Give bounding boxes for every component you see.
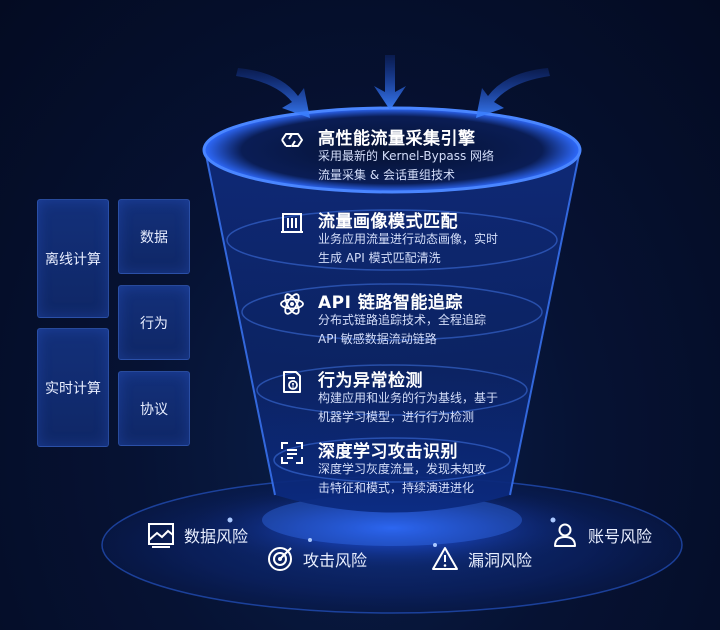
stage-desc-line: 业务应用流量进行动态画像，实时 xyxy=(318,230,528,249)
stage-description: 采用最新的 Kernel-Bypass 网络 流量采集 & 会话重组技术 xyxy=(318,147,528,185)
risk-data: 数据风险 xyxy=(146,520,248,550)
stage-desc-line: 深度学习灰度流量，发现未知攻 xyxy=(318,460,528,479)
risk-label: 账号风险 xyxy=(588,523,652,547)
stage-description: 深度学习灰度流量，发现未知攻 击特征和模式，持续演进进化 xyxy=(318,460,528,498)
stage-desc-line: 构建应用和业务的行为基线，基于 xyxy=(318,389,528,408)
risk-label: 攻击风险 xyxy=(303,547,367,571)
traffic-portrait-icon xyxy=(278,209,306,237)
stage-desc-line: 生成 API 模式匹配清洗 xyxy=(318,249,528,268)
protocol-label: 协议 xyxy=(140,399,168,419)
protocol-box: 协议 xyxy=(118,371,190,446)
stage-desc-line: 采用最新的 Kernel-Bypass 网络 xyxy=(318,147,528,166)
stage-title: 行为异常检测 xyxy=(318,366,423,391)
data-box: 数据 xyxy=(118,199,190,274)
risk-label: 数据风险 xyxy=(184,523,248,547)
stage-title: 高性能流量采集引擎 xyxy=(318,124,476,149)
stage-title: API 链路智能追踪 xyxy=(318,288,463,313)
risk-attack: 攻击风险 xyxy=(265,544,367,574)
user-icon xyxy=(550,520,580,550)
atom-icon xyxy=(278,290,306,318)
stage-desc-line: 流量采集 & 会话重组技术 xyxy=(318,166,528,185)
scan-frame-icon xyxy=(278,439,306,467)
realtime-computing-label: 实时计算 xyxy=(45,378,101,398)
risk-account: 账号风险 xyxy=(550,520,652,550)
image-report-icon xyxy=(146,520,176,550)
warning-triangle-icon xyxy=(430,544,460,574)
stage-description: 分布式链路追踪技术，全程追踪 API 敏感数据流动链路 xyxy=(318,311,528,349)
realtime-computing-box: 实时计算 xyxy=(37,328,109,447)
stage-description: 构建应用和业务的行为基线，基于 机器学习模型，进行行为检测 xyxy=(318,389,528,427)
behavior-box: 行为 xyxy=(118,285,190,360)
data-label: 数据 xyxy=(140,227,168,247)
stage-title: 流量画像模式匹配 xyxy=(318,207,458,232)
chain-link-icon xyxy=(278,126,306,154)
stage-desc-line: 机器学习模型，进行行为检测 xyxy=(318,408,528,427)
behavior-label: 行为 xyxy=(140,313,168,333)
risk-label: 漏洞风险 xyxy=(468,547,532,571)
offline-computing-box: 离线计算 xyxy=(37,199,109,318)
stage-title: 深度学习攻击识别 xyxy=(318,437,458,462)
offline-computing-label: 离线计算 xyxy=(45,249,101,269)
target-icon xyxy=(265,544,295,574)
stage-desc-line: API 敏感数据流动链路 xyxy=(318,330,528,349)
stage-desc-line: 分布式链路追踪技术，全程追踪 xyxy=(318,311,528,330)
behavior-document-icon xyxy=(278,368,306,396)
stage-description: 业务应用流量进行动态画像，实时 生成 API 模式匹配清洗 xyxy=(318,230,528,268)
risk-vulnerability: 漏洞风险 xyxy=(430,544,532,574)
stage-desc-line: 击特征和模式，持续演进进化 xyxy=(318,479,528,498)
